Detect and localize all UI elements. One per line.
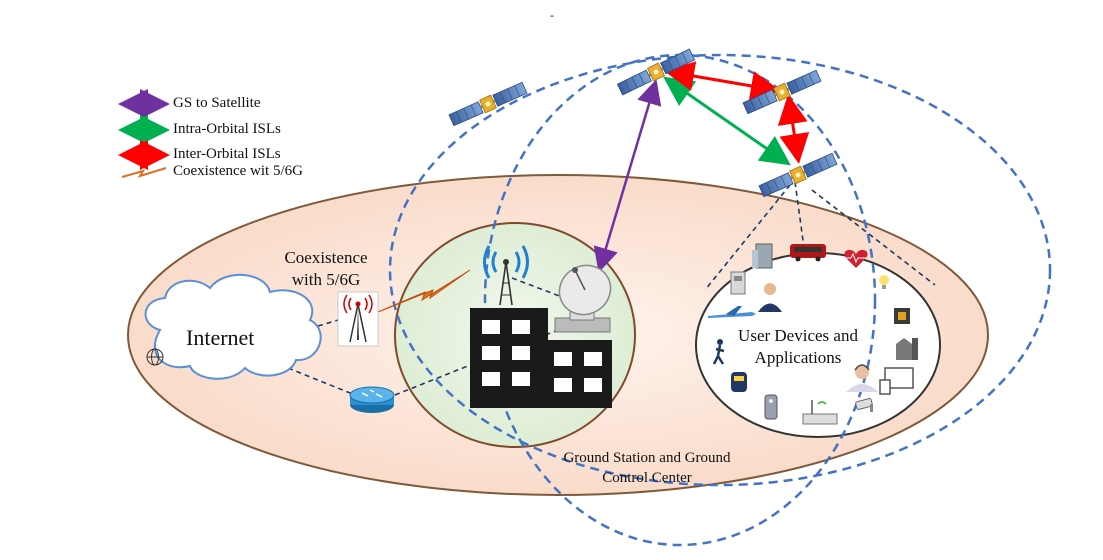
inter-orbital-isl-2 [777, 94, 810, 164]
atm-icon [730, 271, 746, 295]
airplane-icon [708, 306, 756, 318]
link-sat-users-3 [794, 181, 806, 256]
satellite-2 [616, 47, 696, 97]
user-devices-label-line1: User Devices and [738, 326, 858, 345]
satellite-dish-icon [554, 264, 612, 333]
bus-icon [790, 244, 826, 262]
coexistence-label-line2: with 5/6G [291, 270, 361, 289]
building-icon [752, 243, 773, 269]
heart-rate-icon [844, 249, 868, 268]
coexistence-label-line1: Coexistence [284, 248, 368, 267]
security-camera-icon [855, 398, 873, 412]
factory-icon [896, 338, 918, 360]
legend-label-coexistence: Coexistence wit 5/6G [173, 163, 303, 179]
satellite-1 [448, 80, 528, 128]
link-sat-users-2 [704, 184, 791, 291]
legend-label-intra-orbital: Intra-Orbital ISLs [173, 121, 281, 137]
walking-person-icon [712, 339, 725, 365]
remote-control-icon [764, 394, 778, 420]
satellite-4 [758, 151, 838, 199]
link-internet-5g [317, 317, 346, 327]
lightbulb-icon [879, 275, 889, 289]
internet-label: Internet [186, 325, 255, 350]
person-icon [758, 283, 782, 312]
link-sat-users-1 [811, 189, 936, 286]
wifi-router-icon [802, 400, 838, 425]
inter-orbital-isl-1 [664, 61, 781, 101]
legend-arrows [118, 89, 170, 178]
computer-monitor-icon [879, 367, 914, 395]
ground-station-label-line2: Control Center [602, 470, 692, 486]
support-agent-icon [846, 364, 878, 392]
top-mark: - [550, 8, 554, 22]
cell-tower-5g-icon [337, 291, 379, 347]
legend-label-gs-to-satellite: GS to Satellite [173, 95, 261, 111]
legend-label-inter-orbital: Inter-Orbital ISLs [173, 146, 281, 162]
gs-to-satellite-link [593, 79, 662, 273]
ground-station-label-line1: Ground Station and Ground [563, 450, 731, 466]
coexistence-lightning [377, 269, 471, 313]
link-tower-dish [511, 277, 571, 301]
router-icon [349, 386, 395, 413]
internet-globe-icon [146, 348, 164, 366]
internet-cloud [144, 274, 322, 380]
user-device-icons [708, 243, 918, 425]
ground-antenna-tower-icon [483, 245, 529, 306]
link-internet-router [287, 367, 356, 396]
chip-icon [894, 308, 910, 324]
user-devices-label-line2: Applications [754, 348, 842, 367]
train-icon [731, 372, 747, 392]
ground-control-building-icon [470, 308, 612, 408]
orbit-1 [388, 53, 1052, 487]
satellite-3 [742, 68, 822, 116]
